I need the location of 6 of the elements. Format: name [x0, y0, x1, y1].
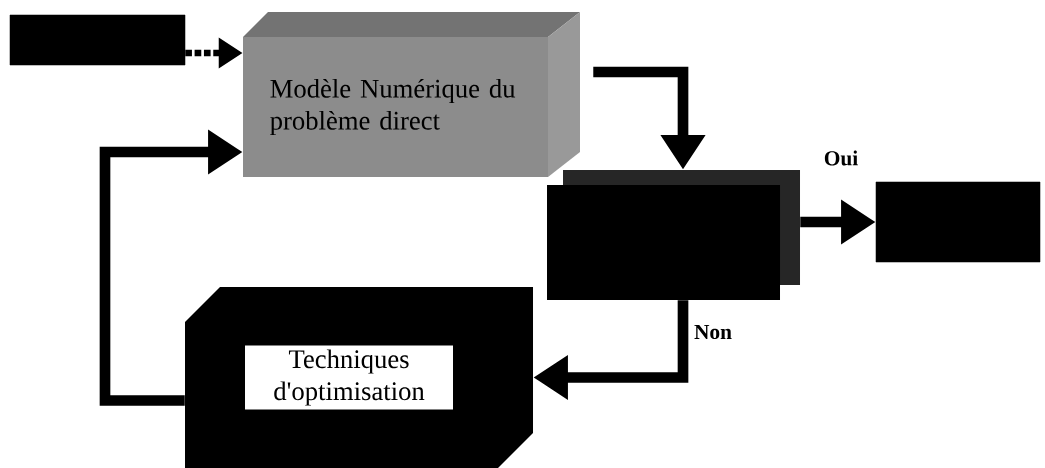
edge-label: Non — [694, 324, 732, 340]
edge-label: Oui — [824, 150, 858, 166]
stacked-box — [547, 170, 800, 300]
block-box: Modèle Numérique du problème direct — [243, 12, 580, 177]
filled-box — [875, 181, 1041, 263]
filled-box — [9, 14, 186, 66]
